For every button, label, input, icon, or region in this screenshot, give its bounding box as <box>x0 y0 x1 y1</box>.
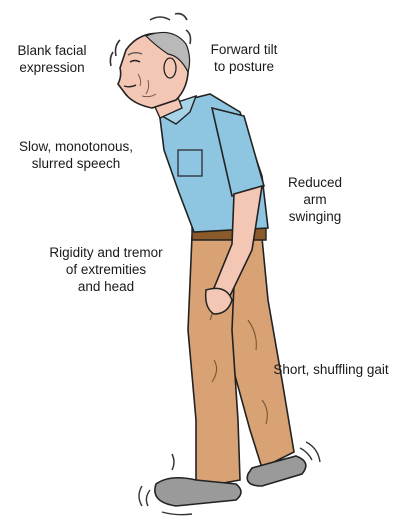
label-blank-facial-expression: Blank facial expression <box>4 42 100 76</box>
label-reduced-arm-swinging: Reduced arm swinging <box>268 174 362 225</box>
label-slurred-speech: Slow, monotonous, slurred speech <box>2 138 150 172</box>
label-shuffling-gait: Short, shuffling gait <box>256 361 406 378</box>
ear <box>164 58 176 78</box>
label-forward-tilt-posture: Forward tilt to posture <box>196 41 292 75</box>
back-shoe <box>247 456 306 486</box>
label-rigidity-tremor: Rigidity and tremor of extremities and h… <box>36 244 176 295</box>
